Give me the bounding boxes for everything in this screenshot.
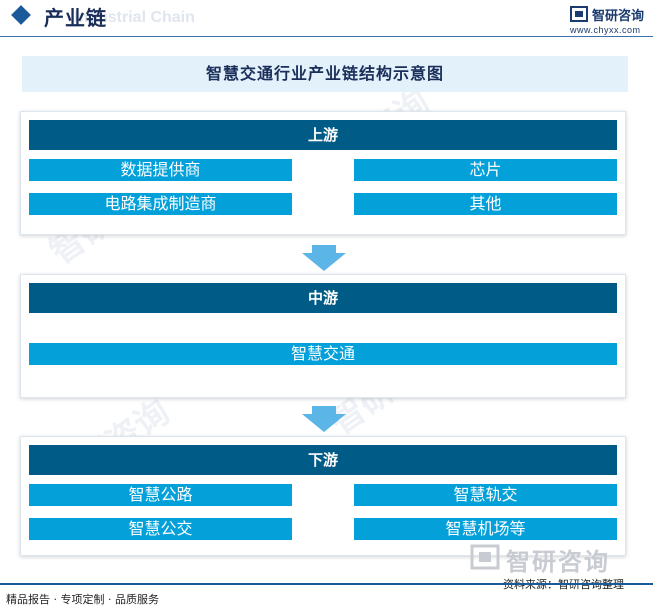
downstream-panel: 下游 智慧公路 智慧轨交 智慧公交 智慧机场等 (20, 436, 626, 556)
header-divider (0, 36, 653, 37)
page-header: Industrial Chain 产业链 智研咨询 www.chyxx.com (0, 0, 653, 37)
logo-icon (570, 6, 588, 22)
diamond-icon (11, 5, 31, 25)
upstream-item-other: 其他 (354, 193, 617, 215)
downstream-item-smart-bus: 智慧公交 (29, 518, 292, 540)
downstream-item-smart-airport: 智慧机场等 (354, 518, 617, 540)
midstream-item-smart-transport: 智慧交通 (29, 343, 617, 365)
downstream-item-smart-rail: 智慧轨交 (354, 484, 617, 506)
upstream-header: 上游 (29, 120, 617, 150)
footer-watermark-text: 智研咨询 (506, 548, 610, 576)
logo-url: www.chyxx.com (570, 25, 641, 35)
midstream-panel: 中游 智慧交通 (20, 274, 626, 398)
downstream-item-smart-highway: 智慧公路 (29, 484, 292, 506)
down-arrow-icon (302, 245, 346, 271)
footer-watermark-logo-icon (470, 544, 500, 570)
header-ghost-text: Industrial Chain (74, 9, 195, 26)
logo-text: 智研咨询 (592, 9, 645, 24)
upstream-item-data-provider: 数据提供商 (29, 159, 292, 181)
upstream-item-chip: 芯片 (354, 159, 617, 181)
midstream-header: 中游 (29, 283, 617, 313)
footer-divider (0, 583, 653, 585)
down-arrow-icon (302, 406, 346, 432)
upstream-panel: 上游 数据提供商 芯片 电路集成制造商 其他 (20, 111, 626, 235)
downstream-header: 下游 (29, 445, 617, 475)
section-title: 产业链 (44, 6, 107, 30)
footer-slogan: 精品报告 · 专项定制 · 品质服务 (6, 593, 159, 606)
upstream-item-ic-manufacturer: 电路集成制造商 (29, 193, 292, 215)
diagram-title: 智慧交通行业产业链结构示意图 (22, 56, 628, 92)
